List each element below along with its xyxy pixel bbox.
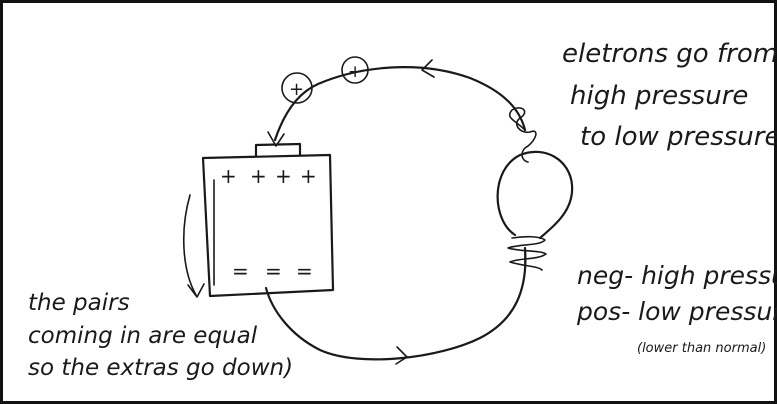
battery-terminal [254,142,302,158]
bulb-base [507,235,547,271]
note-bottom-left-line-1: the pairs [28,290,130,316]
note-top-right-line-1: eletrons go from [562,39,777,69]
note-mid-right-line-2: pos- low pressure [576,297,777,326]
note-mid-right-small: (lower than normal) [637,341,766,356]
arrow-top [421,59,435,78]
arrow-into-battery [267,131,285,147]
bulb-filament-top [508,107,537,163]
circuit-wire-top [273,66,527,142]
electron-label-2: + [348,62,362,82]
battery-minus-1: = [232,259,249,283]
note-mid-right-line-1: neg- high pressure [577,261,777,290]
electron-circle-2 [341,56,369,84]
arrow-bottom [395,346,408,365]
note-top-right-line-2: high pressure [570,81,748,111]
note-top-right-line-3: to low pressure [580,122,777,152]
battery-body [201,153,335,298]
battery-plus-2: + [250,164,267,188]
note-bottom-left-line-2: coming in are equal [28,323,258,349]
battery-plus-4: + [300,164,317,188]
electron-label-1: + [289,79,304,100]
battery-plus-3: + [275,164,292,188]
note-bottom-left-line-3: so the extras go down) [28,355,293,381]
battery-minus-3: = [296,259,313,283]
battery-minus-2: = [265,259,282,283]
extras-arrow-head [187,283,205,298]
electron-circle-1 [281,72,313,104]
extras-arrow-curve [183,194,197,296]
battery-plus-1: + [220,164,237,188]
bulb-glass [496,150,574,240]
